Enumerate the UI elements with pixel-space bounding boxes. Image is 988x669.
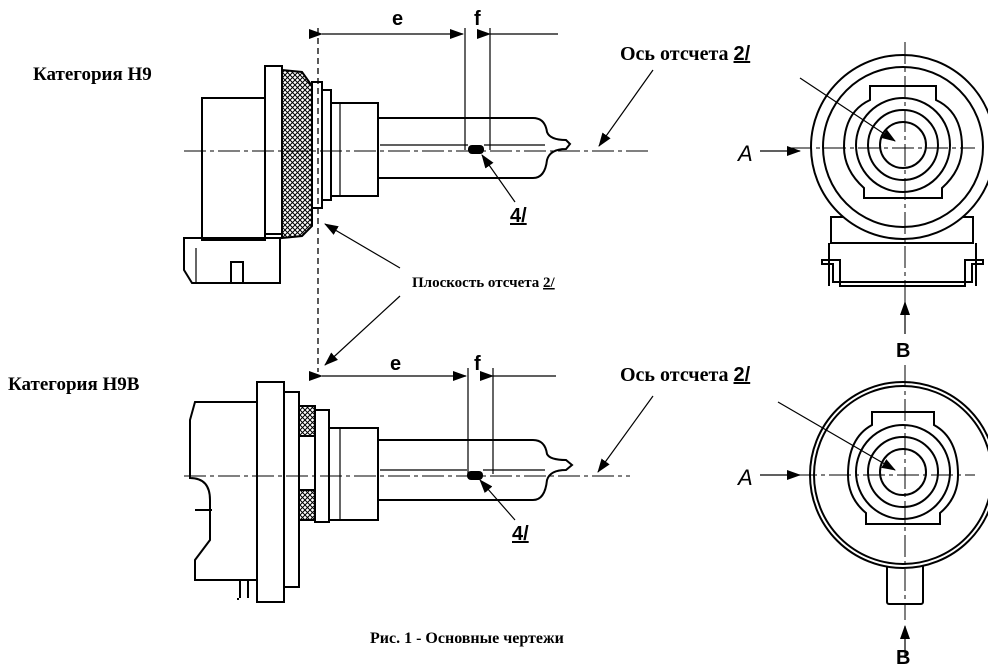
view-a-label-h9b: A (736, 465, 753, 490)
h9b-side-view (189, 381, 574, 603)
h9b-dimensions (309, 368, 556, 474)
note-4-label-h9: 4/ (510, 205, 527, 227)
plane-leader-lower (324, 295, 401, 366)
dim-e-label-h9b: e (390, 353, 401, 375)
h9b-front-axis-leader (777, 401, 896, 471)
view-b-label-h9: B (896, 340, 910, 362)
view-a-label-h9: A (736, 141, 753, 166)
reference-plane-label: Плоскость отсчета 2/ (412, 275, 556, 291)
h9-side-view (183, 65, 572, 284)
category-h9-title: Категория Н9 (33, 64, 152, 85)
h9b-axis-leader (597, 395, 654, 473)
dim-e-label-h9: e (392, 8, 403, 30)
h9-dimensions (309, 28, 558, 150)
h9b-note4-leader (479, 479, 516, 521)
reference-axis-label-h9b: Ось отсчета 2/ (620, 364, 751, 386)
view-b-label-h9b: B (896, 647, 910, 669)
h9-note4-leader (481, 154, 516, 203)
figure-caption: Рис. 1 - Основные чертежи (370, 630, 564, 647)
dim-f-label-h9b: f (474, 353, 481, 375)
h9-axis-leader (598, 69, 654, 147)
h9b-front-view (809, 381, 988, 605)
category-h9b-title: Категория Н9В (8, 374, 140, 395)
note-4-label-h9b: 4/ (512, 523, 529, 545)
reference-axis-label-h9: Ось отсчета 2/ (620, 43, 751, 65)
dim-f-label-h9: f (474, 8, 481, 30)
plane-leader-upper (324, 223, 401, 269)
h9-front-view (810, 54, 988, 287)
h9-front-axis-leader (799, 77, 896, 142)
